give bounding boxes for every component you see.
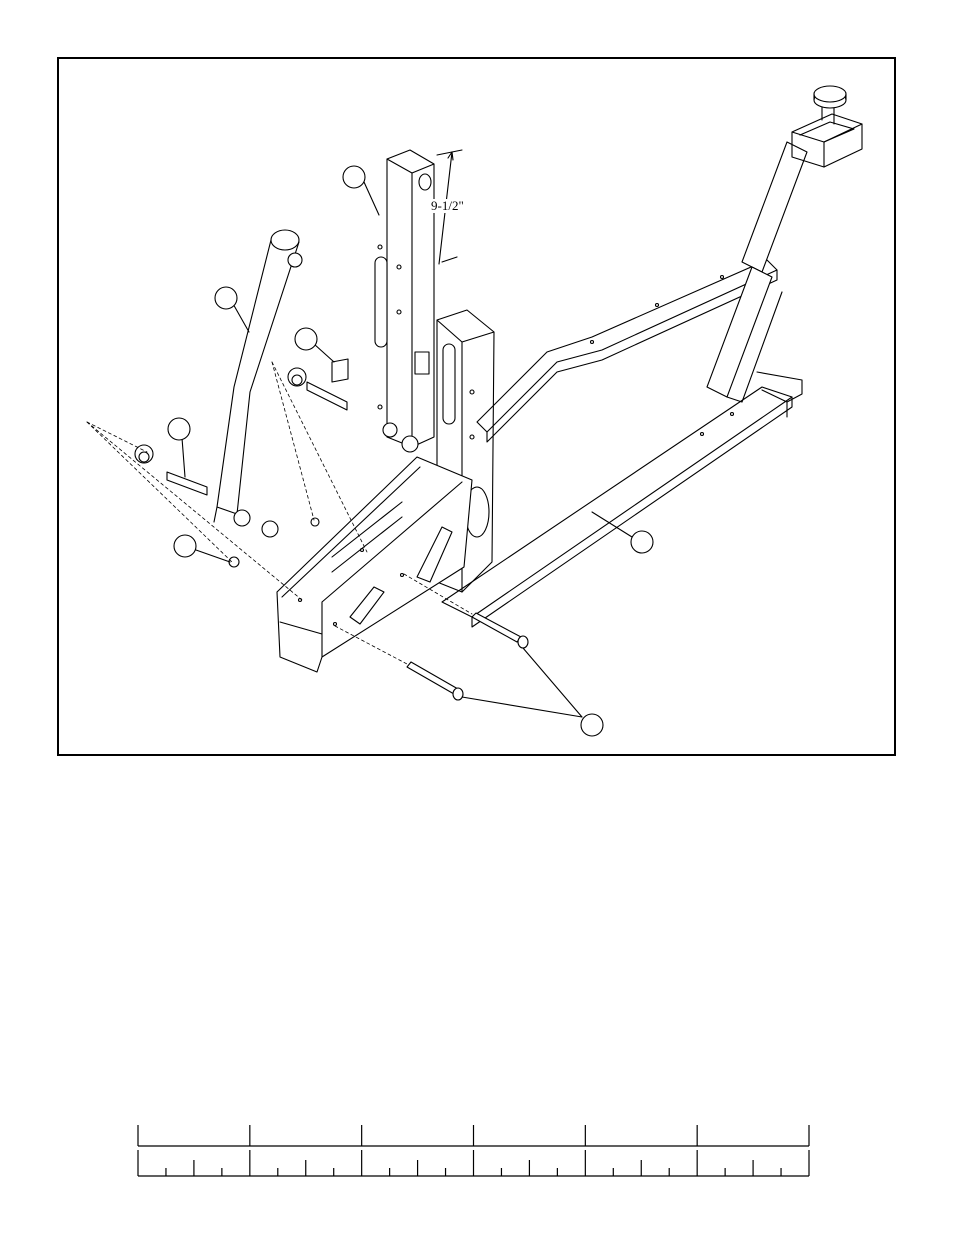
callout-circle bbox=[343, 166, 365, 188]
dimension-label: 9-1/2" bbox=[430, 199, 465, 213]
callout-circle bbox=[295, 328, 317, 350]
callout-circle bbox=[174, 535, 196, 557]
callout-circle bbox=[631, 531, 653, 553]
callout-circle bbox=[168, 418, 190, 440]
assembly-figure: 9-1/2" bbox=[57, 57, 896, 756]
callout-circle bbox=[581, 714, 603, 736]
exploded-assembly-drawing bbox=[59, 59, 894, 754]
callout-circle bbox=[215, 287, 237, 309]
pivot-bracket bbox=[277, 457, 472, 672]
